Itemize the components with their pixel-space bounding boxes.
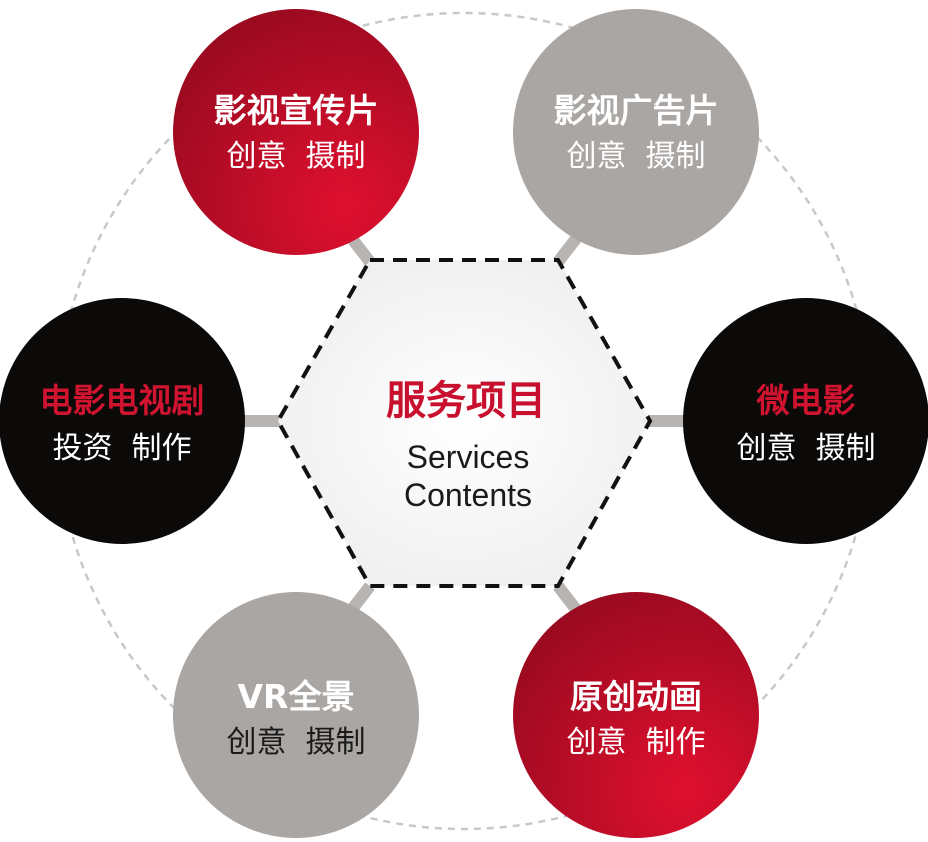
- node-ad-film[interactable]: 影视广告片 创意 摄制: [513, 9, 759, 255]
- node-title: 电影电视剧: [40, 381, 205, 420]
- node-circle: [683, 298, 928, 544]
- connector-ad-film: [553, 232, 583, 266]
- node-title: 原创动画: [570, 677, 702, 716]
- node-circle: [173, 592, 419, 838]
- center-subtitle-line2: Contents: [404, 477, 532, 513]
- node-subtitle: 创意 摄制: [566, 139, 705, 174]
- node-title: 影视宣传片: [214, 91, 379, 130]
- node-circle: [513, 592, 759, 838]
- node-circle: [513, 9, 759, 255]
- connector-original-animation: [553, 582, 583, 616]
- node-film-tv-drama[interactable]: 电影电视剧 投资 制作: [0, 298, 245, 544]
- node-title: VR全景: [238, 677, 355, 716]
- node-promo-film[interactable]: 影视宣传片 创意 摄制: [173, 9, 419, 255]
- node-vr-panorama[interactable]: VR全景 创意 摄制: [173, 592, 419, 838]
- center-subtitle-line1: Services: [407, 439, 530, 475]
- center-hexagon: [275, 258, 653, 588]
- node-subtitle: 创意 摄制: [226, 725, 365, 760]
- node-circle: [173, 9, 419, 255]
- node-subtitle: 创意 摄制: [226, 139, 365, 174]
- node-subtitle: 投资 制作: [52, 431, 191, 466]
- node-circle: [0, 298, 245, 544]
- node-subtitle: 创意 摄制: [736, 431, 875, 466]
- node-micro-film[interactable]: 微电影 创意 摄制: [683, 298, 928, 544]
- node-original-animation[interactable]: 原创动画 创意 制作: [513, 592, 759, 838]
- node-subtitle: 创意 制作: [566, 725, 705, 760]
- center-title: 服务项目: [386, 378, 546, 424]
- node-title: 微电影: [756, 381, 856, 420]
- node-title: 影视广告片: [554, 91, 719, 130]
